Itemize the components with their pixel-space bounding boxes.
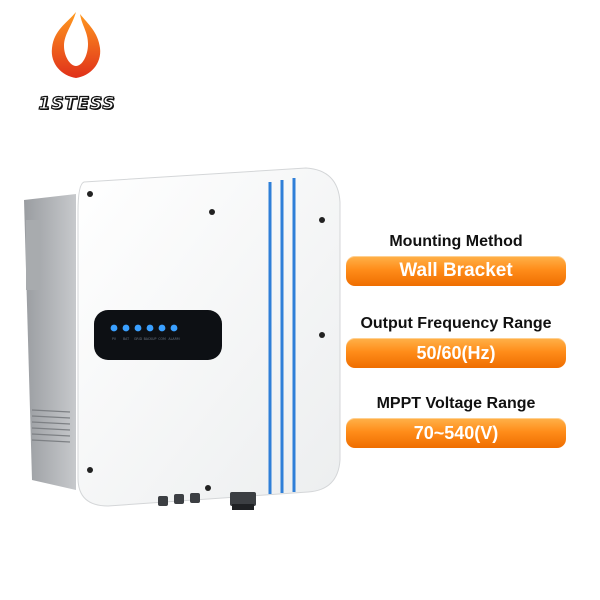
spec-output-frequency: Output Frequency Range 50/60(Hz)	[346, 314, 566, 368]
brand-name: 1STESS	[38, 93, 116, 114]
spec-label: MPPT Voltage Range	[376, 395, 536, 412]
led-label-backup: BACKUP	[144, 337, 157, 341]
status-led-row	[110, 324, 178, 332]
spec-mounting-method: Mounting Method Wall Bracket	[346, 232, 566, 286]
led-label-pv: PV	[112, 337, 117, 341]
spec-label: Output Frequency Range	[360, 315, 552, 332]
inverter-product-image: PV BAT GRID BACKUP COM ALARM	[24, 167, 341, 510]
led-label-bat: BAT	[123, 337, 129, 341]
led-label-grid: GRID	[134, 337, 143, 341]
led-label-alarm: ALARM	[168, 337, 179, 341]
brand-logo: 1STESS	[22, 10, 132, 115]
flame-logo-icon	[51, 12, 101, 78]
spec-value-pill: Wall Bracket	[346, 256, 566, 286]
spec-label: Mounting Method	[389, 233, 523, 250]
spec-mppt-voltage: MPPT Voltage Range 70~540(V)	[346, 394, 566, 448]
led-label-com: COM	[158, 337, 166, 341]
spec-value-pill: 70~540(V)	[346, 418, 566, 448]
spec-value-pill: 50/60(Hz)	[346, 338, 566, 368]
